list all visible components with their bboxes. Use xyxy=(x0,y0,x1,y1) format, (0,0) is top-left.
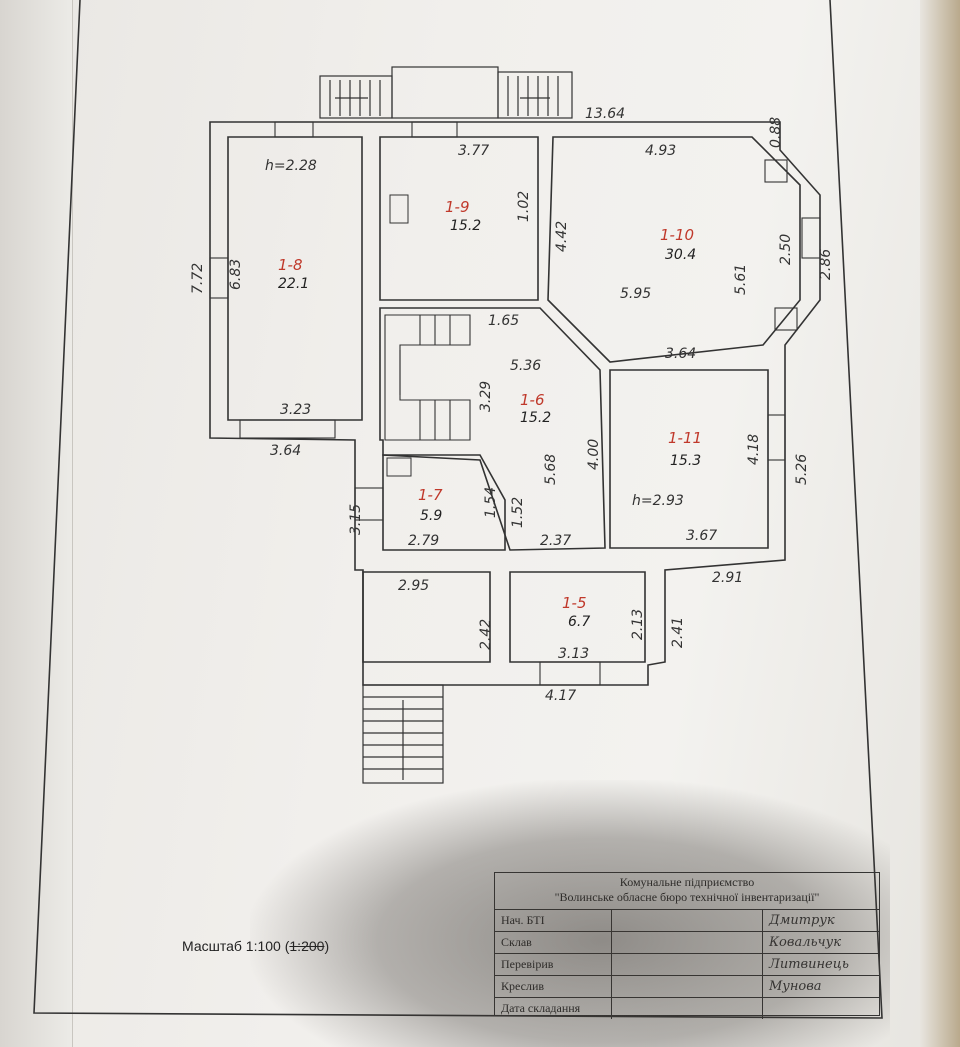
room-label: 1-6 xyxy=(520,391,545,409)
room-area: 5.9 xyxy=(420,508,442,524)
svg-text:2.79: 2.79 xyxy=(408,533,439,549)
room-area: 15.2 xyxy=(450,218,481,234)
svg-text:3.77: 3.77 xyxy=(458,143,489,159)
stove-icon xyxy=(389,194,409,224)
svg-text:5.36: 5.36 xyxy=(510,358,541,374)
svg-text:3.13: 3.13 xyxy=(558,646,589,662)
svg-text:2.41: 2.41 xyxy=(670,617,686,648)
ceiling-height: h=2.28 xyxy=(265,158,317,174)
entry-stairs-top xyxy=(319,66,573,119)
svg-text:3.23: 3.23 xyxy=(280,402,311,418)
room-area: 15.3 xyxy=(670,453,701,469)
title-block-row: Дата складання xyxy=(495,998,879,1019)
svg-text:2.37: 2.37 xyxy=(540,533,571,549)
room-area: 15.2 xyxy=(520,410,551,426)
organization-full-name: "Волинське обласне бюро технічної інвент… xyxy=(554,890,820,904)
internal-stairs xyxy=(384,314,471,441)
folded-page-edge xyxy=(0,0,73,1047)
svg-text:2.50: 2.50 xyxy=(778,234,794,265)
svg-text:1.54: 1.54 xyxy=(483,487,499,518)
svg-text:2.91: 2.91 xyxy=(712,570,743,586)
svg-text:1.65: 1.65 xyxy=(488,313,519,329)
room-area: 22.1 xyxy=(278,276,309,292)
svg-text:4.93: 4.93 xyxy=(645,143,676,159)
svg-text:4.00: 4.00 xyxy=(586,439,602,470)
svg-text:2.95: 2.95 xyxy=(398,578,429,594)
svg-text:5.61: 5.61 xyxy=(733,264,749,295)
table-background xyxy=(920,0,960,1047)
svg-text:3.64: 3.64 xyxy=(270,443,301,459)
svg-text:4.17: 4.17 xyxy=(545,688,576,704)
svg-text:2.42: 2.42 xyxy=(478,619,494,650)
svg-text:13.64: 13.64 xyxy=(585,106,625,122)
room-label: 1-9 xyxy=(445,198,470,216)
svg-text:6.83: 6.83 xyxy=(228,259,244,290)
svg-text:1.52: 1.52 xyxy=(510,497,526,528)
windows xyxy=(209,121,821,686)
svg-text:2.86: 2.86 xyxy=(818,249,834,280)
svg-text:5.26: 5.26 xyxy=(794,454,810,485)
svg-text:3.29: 3.29 xyxy=(478,381,494,412)
title-block-header: Комунальне підприємство "Волинське облас… xyxy=(495,873,879,910)
entry-stairs-bottom xyxy=(362,684,444,784)
sink-icon xyxy=(386,457,412,477)
dimensions: 13.64 3.77 4.93 0.88 7.72 6.83 1.02 4.42… xyxy=(190,106,834,704)
room-label: 1-5 xyxy=(562,594,587,612)
outer-walls xyxy=(209,121,821,686)
room-area: 6.7 xyxy=(568,614,590,630)
room-label: 1-10 xyxy=(660,226,694,244)
svg-text:3.15: 3.15 xyxy=(348,504,364,535)
svg-text:1.02: 1.02 xyxy=(516,191,532,222)
ceiling-height: h=2.93 xyxy=(632,493,684,509)
svg-text:3.67: 3.67 xyxy=(686,528,717,544)
room-area: 30.4 xyxy=(665,247,696,263)
svg-text:3.64: 3.64 xyxy=(665,346,696,362)
svg-text:0.88: 0.88 xyxy=(768,117,784,148)
svg-text:7.72: 7.72 xyxy=(190,263,206,294)
title-block: Комунальне підприємство "Волинське облас… xyxy=(494,872,880,1019)
svg-text:5.68: 5.68 xyxy=(543,454,559,485)
scale-label: Масштаб 1:100 (1:200) xyxy=(182,938,330,954)
svg-text:2.13: 2.13 xyxy=(630,609,646,640)
organization-name: Комунальне підприємство xyxy=(619,875,755,889)
room-label: 1-8 xyxy=(278,256,303,274)
svg-text:4.42: 4.42 xyxy=(554,221,570,252)
room-label: 1-7 xyxy=(418,486,443,504)
svg-text:5.95: 5.95 xyxy=(620,286,651,302)
room-label: 1-11 xyxy=(668,429,702,447)
svg-text:4.18: 4.18 xyxy=(746,434,762,465)
